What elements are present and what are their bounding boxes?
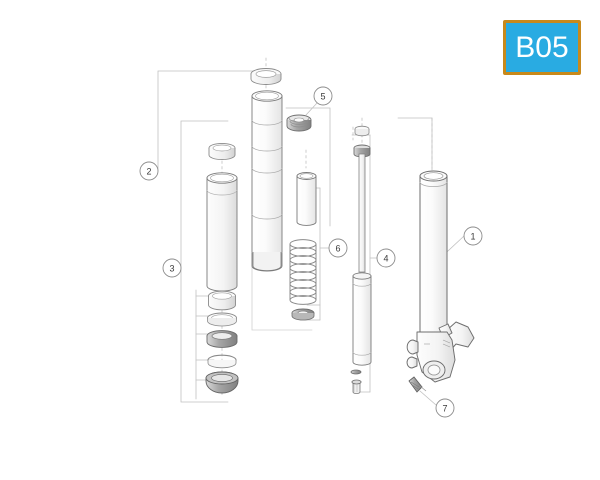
- part-spring-seat: [291, 308, 315, 321]
- section-badge-label: B05: [515, 30, 569, 64]
- leader-callout-5: [305, 102, 318, 116]
- part-fork-leg-outer-tube: [419, 170, 448, 337]
- part-damper-bolt-lower: [351, 379, 362, 394]
- callout-3[interactable]: 3: [162, 258, 182, 278]
- callout-6[interactable]: 6: [328, 238, 348, 258]
- part-washer-ring: [207, 312, 237, 327]
- part-spiral-washer: [286, 114, 312, 132]
- part-stanchion-inner-tube: [251, 90, 283, 272]
- part-spacer-tube: [296, 172, 317, 226]
- bracket-callout-2: [157, 70, 269, 172]
- callout-4[interactable]: 4: [376, 248, 396, 268]
- frame-upper-right: [285, 107, 331, 227]
- bracket-callout-3-top: [180, 120, 229, 269]
- callout-5[interactable]: 5: [313, 86, 333, 106]
- part-fork-spring: [289, 239, 317, 305]
- part-oil-seal: [206, 330, 238, 348]
- section-badge: B05: [503, 20, 581, 75]
- part-dust-seal: [205, 371, 239, 394]
- frame-fork-leg: [397, 117, 433, 169]
- part-slider-lower-tube: [206, 172, 238, 292]
- part-axle-clamp-caliper-bracket: [406, 321, 475, 383]
- part-axle-pinch-bolt: [408, 376, 427, 393]
- part-top-ring-cap: [250, 68, 282, 85]
- leader-callout-7: [419, 390, 437, 406]
- callout-7[interactable]: 7: [435, 398, 455, 418]
- bracket-callout-3-bottom: [180, 267, 229, 403]
- part-retaining-clip: [207, 354, 237, 369]
- callout-2[interactable]: 2: [139, 161, 159, 181]
- part-guide-bushing: [208, 290, 236, 311]
- callout-1[interactable]: 1: [463, 226, 483, 246]
- part-damper-rod-cartridge: [352, 125, 372, 366]
- part-damper-washer: [350, 369, 362, 375]
- part-upper-bushing-ring: [208, 142, 236, 161]
